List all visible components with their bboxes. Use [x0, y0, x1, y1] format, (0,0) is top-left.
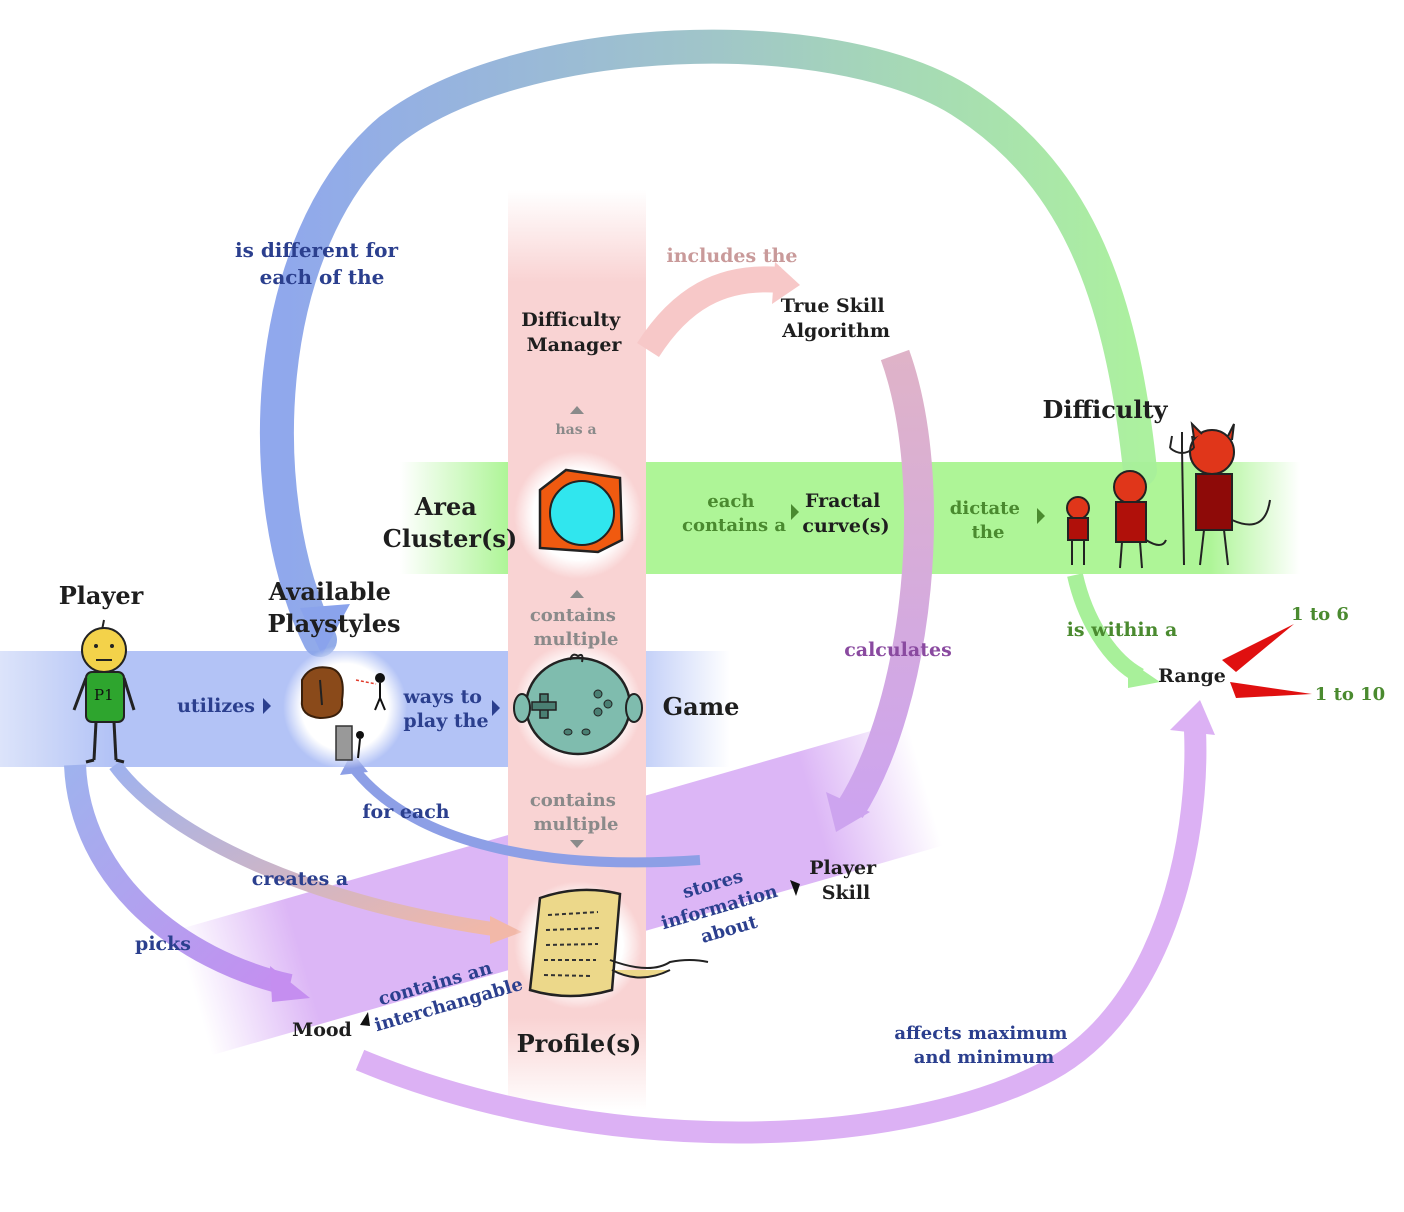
creates-arrowhead	[490, 916, 522, 944]
fractal-curves-line1: Fractal	[805, 490, 880, 512]
contains-multiple-bottom-label: contains multiple	[530, 790, 622, 835]
area-clusters-line2: Cluster(s)	[383, 524, 517, 553]
top-arc-arrowhead	[300, 604, 350, 655]
for-each-label: for each	[362, 801, 449, 823]
scroll-icon	[528, 888, 709, 998]
affects-max-min-label: affects maximum and minimum	[894, 1023, 1073, 1068]
top-arc-arrow	[259, 29, 1157, 657]
contains-multiple-top-line2: multiple	[534, 629, 619, 650]
affects-line1: affects maximum	[894, 1023, 1067, 1044]
ways-to-play-label: ways to play the	[402, 686, 488, 732]
difficulty-manager-line2: Manager	[527, 334, 623, 356]
contains-multiple-top-line1: contains	[530, 605, 616, 626]
affects-arrow	[355, 729, 1207, 1144]
is-within-a-label: is within a	[1067, 619, 1178, 641]
each-contains-a-line2: contains a	[682, 515, 786, 536]
fractal-curves-line2: curve(s)	[802, 515, 889, 537]
area-clusters-line1: Area	[414, 492, 477, 521]
devils-icon	[1066, 421, 1271, 569]
cube-sphere-icon	[538, 468, 624, 554]
fractal-curves-label: Fractal curve(s)	[802, 490, 889, 537]
contains-bottom-marker	[570, 840, 584, 848]
utilizes-marker	[263, 698, 271, 714]
true-skill-label: True Skill Algorithm	[781, 295, 891, 342]
is-different-for-line1: is different for	[235, 238, 398, 262]
each-contains-a-line1: each	[707, 491, 754, 512]
calculates-arrow	[837, 349, 934, 819]
for-each-arrow	[351, 766, 701, 868]
range-lower-triangle	[1230, 682, 1312, 698]
affects-arrowhead	[1170, 700, 1215, 735]
available-playstyles-line2: Playstyles	[267, 609, 400, 638]
profiles-label: Profile(s)	[517, 1029, 642, 1058]
player-skill-line1: Player	[809, 857, 877, 879]
ways-to-play-line1: ways to	[402, 686, 481, 708]
stores-marker	[790, 880, 800, 896]
range-upper-value: 1 to 6	[1291, 604, 1349, 625]
playstyle-figures-icon	[300, 666, 386, 761]
player-skill-line2: Skill	[822, 882, 871, 904]
dictate-the-label: dictate the	[950, 498, 1026, 543]
is-different-for-line2: each of the	[260, 265, 385, 289]
has-a-marker	[570, 406, 584, 414]
contains-multiple-bottom-line2: multiple	[534, 814, 619, 835]
gamepad-head-icon	[513, 653, 643, 756]
mood-marker	[360, 1012, 370, 1026]
difficulty-label: Difficulty	[1043, 395, 1169, 424]
dictate-the-line1: dictate	[950, 498, 1020, 519]
calculates-label: calculates	[844, 639, 952, 661]
available-playstyles-line1: Available	[268, 577, 391, 606]
player-skill-label: Player Skill	[809, 857, 883, 904]
mood-label: Mood	[292, 1019, 352, 1041]
dictate-the-line2: the	[972, 522, 1005, 543]
dictate-marker	[1037, 508, 1045, 524]
affects-line2: and minimum	[914, 1047, 1055, 1068]
each-contains-marker	[791, 504, 799, 520]
includes-arrow	[637, 266, 782, 358]
range-triangles-icon	[1222, 624, 1312, 698]
contains-multiple-bottom-line1: contains	[530, 790, 616, 811]
includes-the-label: includes the	[667, 245, 798, 267]
within-arrowhead	[1128, 660, 1160, 688]
contains-top-marker	[570, 590, 584, 598]
range-label: Range	[1158, 665, 1226, 687]
ways-to-play-line2: play the	[403, 710, 488, 732]
picks-arrowhead	[270, 966, 310, 1002]
area-clusters-label: Area Cluster(s)	[383, 492, 517, 553]
utilizes-label: utilizes	[177, 695, 255, 717]
calculates-arrowhead	[826, 792, 870, 832]
difficulty-manager-line1: Difficulty	[521, 309, 621, 331]
picks-arrow	[64, 764, 293, 996]
player-icon: P1	[72, 619, 136, 764]
picks-label: picks	[135, 933, 191, 955]
creates-a-label: creates a	[252, 868, 348, 890]
range-upper-triangle	[1222, 624, 1294, 672]
true-skill-line1: True Skill	[781, 295, 885, 317]
creates-arrow	[109, 760, 501, 937]
true-skill-line2: Algorithm	[781, 320, 890, 342]
ways-marker	[492, 700, 500, 716]
player-label: Player	[59, 581, 144, 610]
game-label: Game	[663, 692, 740, 721]
has-a-label: has a	[555, 422, 596, 438]
is-different-for-label: is different for each of the	[235, 238, 405, 289]
includes-arrowhead	[772, 262, 800, 304]
available-playstyles-label: Available Playstyles	[267, 577, 400, 638]
difficulty-manager-label: Difficulty Manager	[521, 309, 627, 356]
contains-multiple-top-label: contains multiple	[530, 605, 622, 650]
each-contains-a-label: each contains a	[682, 491, 786, 536]
range-lower-value: 1 to 10	[1315, 684, 1385, 705]
player-shirt-text: P1	[94, 686, 114, 704]
